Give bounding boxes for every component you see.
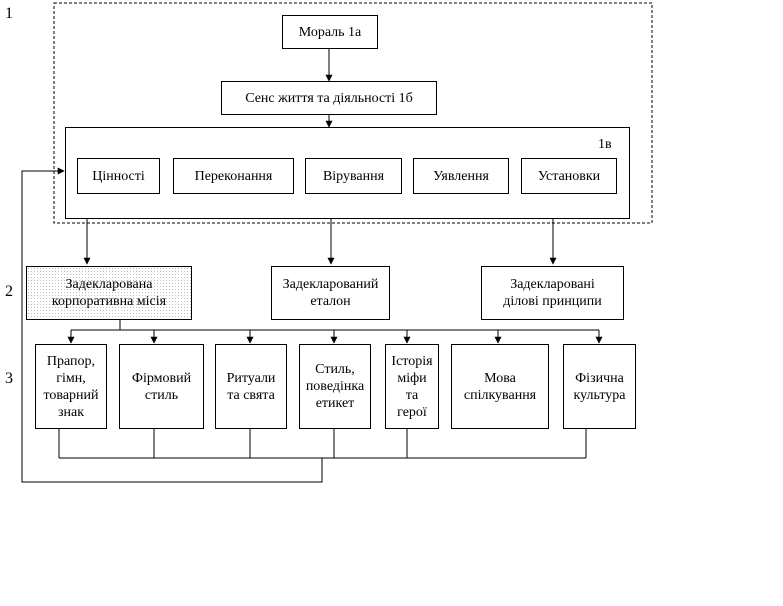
corporate-style-box: Фірмовий стиль — [119, 344, 204, 429]
element-6-line-1: Мова — [484, 370, 516, 386]
element-1-line-2: гімн, — [56, 370, 86, 386]
element-6-line-2: спілкування — [463, 387, 537, 403]
element-3-line-2: та свята — [227, 387, 275, 403]
element-4-line-3: етикет — [315, 396, 355, 411]
element-2-line-2: стиль — [144, 387, 179, 403]
element-5-line-4: герої — [397, 404, 427, 420]
beliefs-group-tag: 1в — [598, 137, 612, 152]
moral-box: Мораль 1а — [282, 15, 378, 49]
etalon-line-1: Задекларований — [282, 277, 379, 292]
values-box: Цінності — [77, 158, 160, 194]
etalon-line-2: еталон — [310, 294, 351, 309]
mission-line-2: корпоративна місія — [51, 294, 167, 309]
history-myths-heroes-box: Історія міфи та герої — [385, 344, 439, 429]
element-2-line-1: Фірмовий — [131, 370, 192, 386]
ideas-label: Уявлення — [433, 168, 489, 184]
ideas-box: Уявлення — [413, 158, 509, 194]
element-5-line-1: Історія — [391, 353, 433, 369]
feedback-loop — [21, 167, 323, 483]
values-label: Цінності — [92, 168, 145, 184]
element-4-line-2: поведінка — [305, 379, 365, 394]
principles-line-2: ділові принципи — [503, 294, 602, 309]
element-1-line-3: товарний — [43, 387, 99, 403]
element-3-line-1: Ритуали — [226, 370, 276, 386]
level-label-1: 1 — [5, 5, 13, 22]
mission-line-1: Задекларована — [65, 277, 153, 292]
sense-box: Сенс життя та діяльності 1б — [221, 81, 437, 115]
rituals-holidays-box: Ритуали та свята — [215, 344, 287, 429]
faith-label: Вірування — [322, 168, 385, 184]
convictions-box: Переконання — [173, 158, 294, 194]
level-label-2: 2 — [5, 283, 13, 300]
element-1-line-1: Прапор, — [46, 353, 96, 369]
sense-label: Сенс життя та діяльності 1б — [245, 90, 413, 106]
element-5-line-3: та — [405, 387, 419, 403]
element-4-line-1: Стиль, — [315, 362, 355, 377]
flag-anthem-trademark-box: Прапор, гімн, товарний знак — [35, 344, 107, 429]
attitudes-label: Установки — [537, 168, 601, 184]
communication-language-box: Мова спілкування — [451, 344, 549, 429]
convictions-label: Переконання — [194, 168, 273, 184]
level-label-3: 3 — [5, 370, 13, 387]
moral-label: Мораль 1а — [298, 24, 362, 40]
declared-mission-box: Задекларована корпоративна місія — [26, 266, 192, 320]
declared-etalon-box: Задекларований еталон — [271, 266, 390, 320]
attitudes-box: Установки — [521, 158, 617, 194]
principles-line-1: Задекларовані — [510, 277, 595, 292]
level-1-frame — [53, 2, 653, 224]
physical-culture-box: Фізична культура — [563, 344, 636, 429]
declared-principles-box: Задекларовані ділові принципи — [481, 266, 624, 320]
element-7-line-1: Фізична — [575, 370, 624, 386]
element-7-line-2: культура — [573, 387, 626, 403]
element-1-line-4: знак — [57, 404, 85, 420]
faith-box: Вірування — [305, 158, 402, 194]
element-5-line-2: міфи — [397, 370, 427, 386]
style-behavior-etiquette-box: Стиль, поведінка етикет — [299, 344, 371, 429]
